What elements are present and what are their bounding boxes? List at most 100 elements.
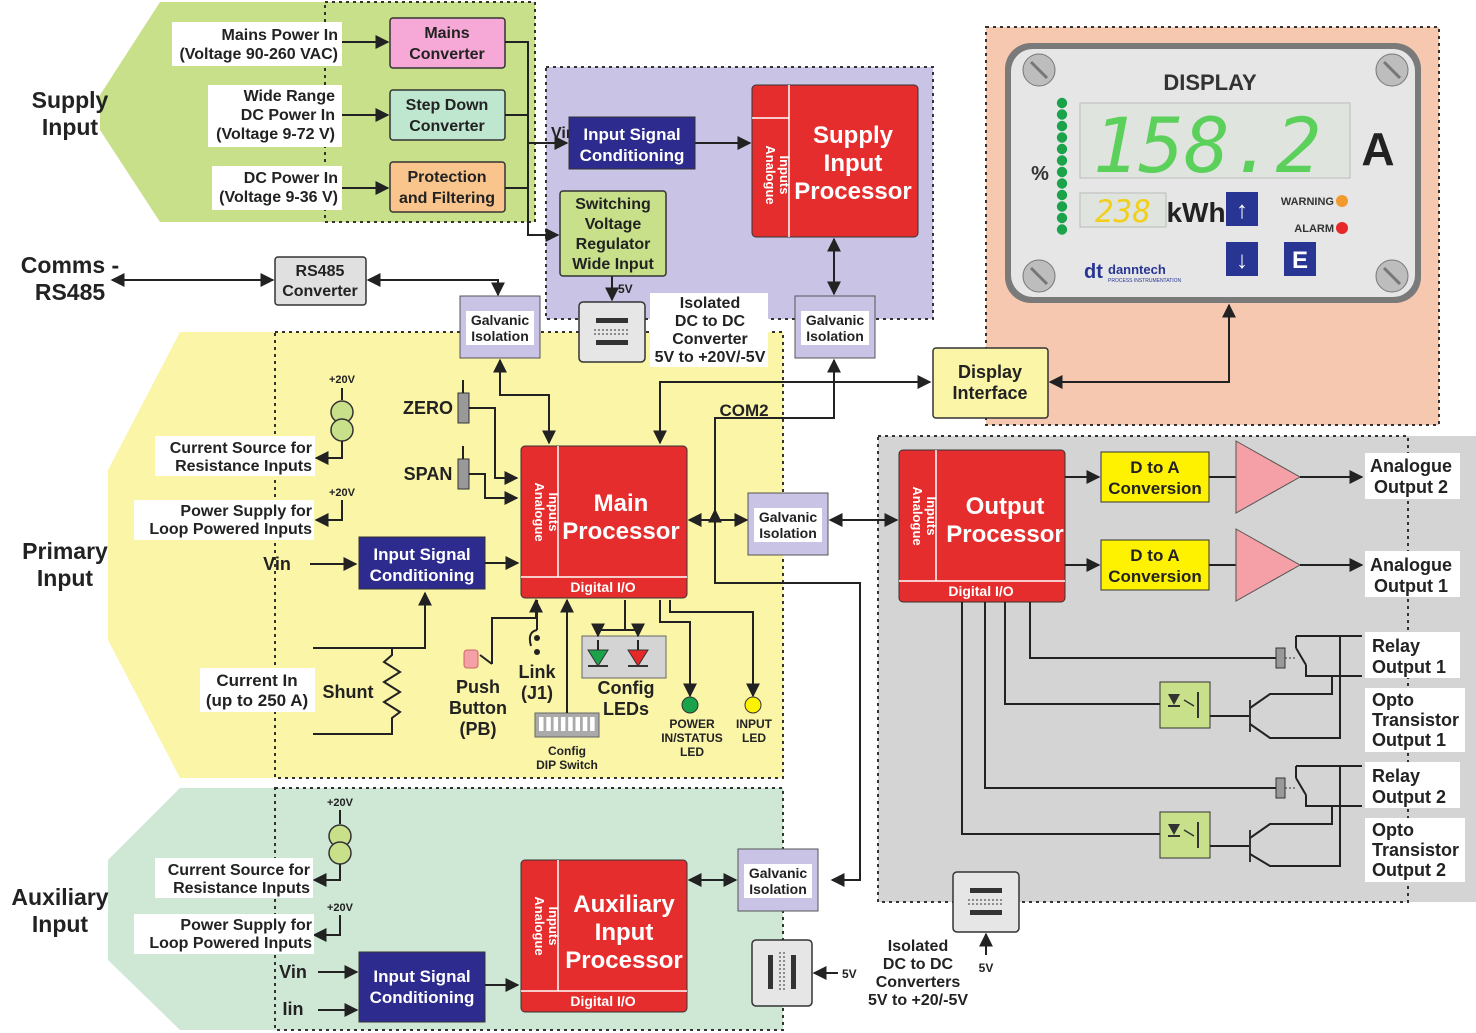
shunt-label: Shunt [323,682,374,702]
dip-switch-icon[interactable] [534,598,600,738]
wide-range-dc-label: Wide Range DC Power In (Voltage 9-72 V) [208,85,342,147]
span-label: SPAN [404,464,453,484]
svg-text:+20V: +20V [329,487,356,499]
comms-label: Comms - RS485 [21,252,119,305]
svg-text:5V to +20V/-5V: 5V to +20V/-5V [655,349,766,366]
svg-text:RS485: RS485 [35,279,106,305]
dip-switch-toggle[interactable] [560,717,566,731]
isolated-dc-converter-output: 5V [952,871,1020,975]
svg-text:Output 1: Output 1 [1372,730,1446,750]
auxiliary-input-processor: Analogue Inputs Auxiliary Input Processo… [520,859,688,1013]
relay-1-icon [1275,635,1362,677]
svg-text:Switching: Switching [575,196,651,213]
supply-wires [342,35,752,302]
isolated-dc-converter-top [578,301,646,363]
dip-switch-toggle[interactable] [575,717,581,731]
svg-text:Power Supply for: Power Supply for [180,917,312,934]
svg-text:Output: Output [966,493,1045,520]
svg-text:Analogue: Analogue [763,145,778,204]
svg-text:Inputs: Inputs [924,497,939,536]
bargraph-led-icon [1056,224,1068,235]
dip-switch-toggle[interactable] [568,717,573,731]
zero-label: ZERO [403,398,453,418]
svg-text:(PB): (PB) [460,719,497,739]
svg-text:POWER: POWER [669,717,715,731]
e-button-label: E [1292,247,1308,274]
svg-text:+20V: +20V [327,797,354,809]
svg-text:Conditioning: Conditioning [580,146,685,165]
svg-text:Output 2: Output 2 [1372,787,1446,807]
aux-vin-label: Vin [279,962,307,982]
svg-text:Converter: Converter [282,283,358,300]
svg-text:Isolation: Isolation [749,881,807,897]
display-unit: A [1361,123,1394,175]
mains-power-label: Mains Power In (Voltage 90-260 VAC) [172,22,342,66]
svg-text:Comms -: Comms - [21,252,119,278]
dip-switch-toggle[interactable] [539,717,544,731]
svg-text:PROCESS INSTRUMENTATION: PROCESS INSTRUMENTATION [1108,278,1182,284]
dc-power-label: DC Power In (Voltage 9-36 V) [212,166,342,210]
svg-text:Regulator: Regulator [576,236,651,253]
svg-text:Conversion: Conversion [1108,479,1202,498]
isolated-converter-top-label: Isolated DC to DC Converter 5V to +20V/-… [650,293,768,367]
svg-text:Power Supply for: Power Supply for [180,503,312,520]
svg-text:DC Power In: DC Power In [241,107,335,124]
svg-text:Converter: Converter [672,331,748,348]
svg-text:Converter: Converter [409,46,485,63]
config-leds-label: Config LEDs [598,678,655,719]
svg-text:Input: Input [42,114,99,140]
svg-text:DC to DC: DC to DC [883,956,954,973]
down-button[interactable]: ↓ [1226,242,1258,276]
primary-vin-label: Vin [263,554,291,574]
amplifier-2-icon [1235,440,1302,514]
alarm-led-icon [1336,222,1348,234]
bargraph-leds [1056,97,1068,235]
current-source-primary: +20V Current Source for Resistance Input… [155,374,356,476]
regulator-5v-label: 5V [618,282,633,296]
e-button[interactable]: E [1284,242,1316,276]
current-source-aux: +20V Current Source for Resistance Input… [155,797,354,898]
opto-1-icon [1159,636,1341,739]
supply-input-label: Supply Input [32,87,109,140]
analogue-output-1-label: Analogue Output 1 [1365,551,1460,597]
power-led-label: POWER IN/STATUS LED [661,717,723,759]
svg-text:Push: Push [456,677,500,697]
dip-switch-toggle[interactable] [590,717,595,731]
svg-text:Conditioning: Conditioning [370,988,475,1007]
d-to-a-conversion-2: D to A Conversion [1100,451,1210,503]
svg-text:Loop Powered Inputs: Loop Powered Inputs [149,521,312,538]
svg-text:INPUT: INPUT [736,717,773,731]
svg-text:5V to +20/-5V: 5V to +20/-5V [868,992,968,1009]
svg-text:Mains Power In: Mains Power In [222,27,338,44]
svg-text:Output 2: Output 2 [1374,477,1448,497]
dip-switch-toggle[interactable] [553,717,559,731]
svg-text:DC Power In: DC Power In [244,170,338,187]
bargraph-led-icon [1056,143,1068,155]
relay-output-1-label: Relay Output 1 [1365,632,1460,678]
svg-text:Config: Config [548,744,586,758]
isolated-converters-bottom-label: Isolated DC to DC Converters 5V to +20/-… [868,938,968,1009]
link-jumper-icon[interactable] [528,600,540,655]
svg-text:D to A: D to A [1130,546,1179,565]
opto-output-1-label: Opto Transistor Output 1 [1365,688,1465,752]
bargraph-led-icon [1056,120,1068,132]
relay-2-icon [1275,765,1362,807]
bargraph-led-icon [1056,189,1068,201]
svg-text:LED: LED [680,745,704,759]
dip-switch-toggle[interactable] [582,717,588,731]
primary-input-label: Primary Input [22,538,108,591]
up-button[interactable]: ↑ [1226,192,1258,226]
svg-text:Opto: Opto [1372,820,1414,840]
svg-text:Converters: Converters [876,974,961,991]
svg-text:Input: Input [32,911,89,937]
svg-text:and Filtering: and Filtering [399,190,495,207]
svg-text:DC to DC: DC to DC [675,313,746,330]
display-secondary-unit: kWh [1166,197,1225,228]
dip-switch-toggle[interactable] [546,717,551,731]
svg-text:Galvanic: Galvanic [759,509,818,525]
svg-text:Resistance Inputs: Resistance Inputs [175,458,312,475]
svg-text:Isolation: Isolation [471,328,529,344]
svg-text:Button: Button [449,698,507,718]
svg-text:Analogue: Analogue [532,482,547,541]
alarm-label: ALARM [1294,223,1334,235]
